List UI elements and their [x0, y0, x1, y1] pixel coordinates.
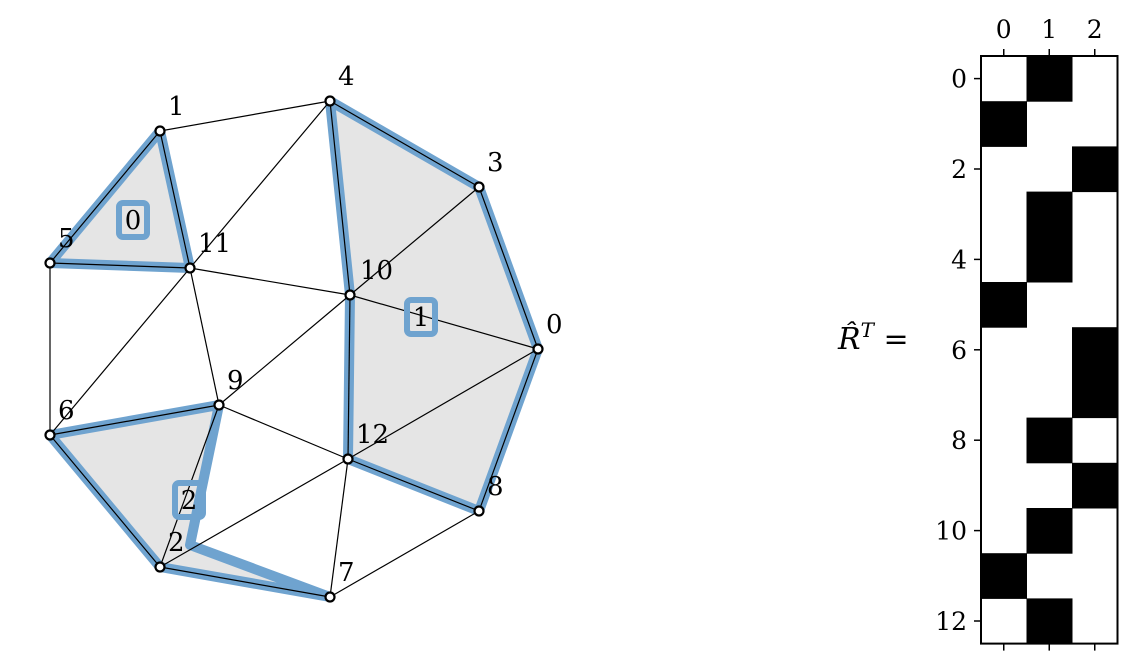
edge-4-10 — [329, 100, 351, 296]
edge-9-12 — [218, 404, 349, 460]
node-10-label: 10 — [360, 256, 393, 286]
matrix-cell-9-2 — [1072, 462, 1118, 509]
edge-1-11 — [159, 130, 191, 269]
matrix-cell-4-1 — [1026, 236, 1073, 283]
col-tick-label-2: 2 — [1087, 15, 1103, 44]
edge-0-12 — [347, 348, 539, 460]
edge-9-6 — [49, 404, 220, 436]
row-tick-label-6: 6 — [951, 336, 967, 365]
node-2 — [154, 561, 166, 573]
edge-1-4 — [159, 100, 331, 132]
row-tick-label-8: 8 — [951, 426, 967, 455]
matrix-cell-1-0 — [981, 101, 1027, 147]
row-tick-label-2: 2 — [951, 155, 967, 184]
edge-11-9 — [189, 267, 220, 406]
node-layer — [44, 95, 544, 603]
node-9 — [213, 399, 225, 411]
matrix-cell-8-1 — [1026, 417, 1073, 464]
node-5 — [44, 257, 56, 269]
region-1-label: 1 — [413, 303, 430, 333]
matrix-cell-10-1 — [1026, 508, 1073, 554]
edge-3-10 — [349, 186, 480, 296]
row-tick-label-12: 12 — [935, 607, 967, 636]
edge-12-2 — [159, 458, 349, 568]
node-11-label: 11 — [198, 229, 231, 259]
matrix-cell-0-1 — [1026, 56, 1073, 102]
edge-layer — [49, 100, 539, 598]
region-label-layer: 012 — [116, 200, 438, 520]
edge-0-8 — [478, 348, 539, 512]
edge-10-0 — [349, 294, 539, 350]
edge-11-6 — [49, 267, 191, 436]
node-3-label: 3 — [487, 148, 504, 178]
edge-11-4 — [189, 100, 331, 269]
matrix-cell-7-2 — [1072, 372, 1118, 419]
node-6 — [44, 429, 56, 441]
region-0-label: 0 — [125, 206, 142, 236]
region-1-label-box — [404, 297, 438, 337]
node-10 — [344, 289, 356, 301]
row-tick-label-0: 0 — [951, 65, 967, 94]
matrix-cell-2-2 — [1072, 146, 1118, 193]
edge-4-3 — [329, 100, 480, 188]
edge-12-8 — [347, 458, 480, 512]
edge-12-7 — [329, 458, 349, 598]
col-tick-label-1: 1 — [1041, 15, 1057, 44]
region-2-label: 2 — [181, 486, 198, 516]
node-12 — [342, 453, 354, 465]
node-0-label: 0 — [546, 310, 563, 340]
node-0 — [532, 343, 544, 355]
node-12-label: 12 — [356, 420, 389, 450]
node-2-label: 2 — [168, 528, 185, 558]
node-11 — [184, 262, 196, 274]
row-tick-label-4: 4 — [951, 245, 967, 274]
matrix-cell-6-2 — [1072, 327, 1118, 373]
region-0-label-box — [116, 200, 150, 240]
edge-10-12 — [347, 294, 351, 460]
matrix-cell-3-1 — [1026, 191, 1073, 238]
node-6-label: 6 — [58, 396, 75, 426]
row-tick-label-10: 10 — [935, 517, 967, 546]
node-7-label: 7 — [338, 558, 355, 588]
matrix-label: R̂T = — [837, 318, 909, 357]
node-7 — [324, 591, 336, 603]
edge-11-10 — [189, 267, 351, 296]
edge-6-2 — [49, 434, 161, 568]
node-5-label: 5 — [58, 224, 75, 254]
region-2-label-box — [172, 480, 206, 520]
col-tick-label-0: 0 — [996, 15, 1012, 44]
edge-1-5 — [49, 130, 161, 264]
edge-7-8 — [329, 510, 480, 598]
node-4 — [324, 95, 336, 107]
node-9-label: 9 — [227, 366, 244, 396]
node-8-label: 8 — [487, 472, 504, 502]
edge-2-7 — [159, 566, 331, 598]
node-1 — [154, 125, 166, 137]
matrix-cell-12-1 — [1026, 598, 1073, 645]
node-4-label: 4 — [338, 62, 355, 92]
edge-3-0 — [478, 186, 539, 350]
node-3 — [473, 181, 485, 193]
node-8 — [473, 505, 485, 517]
edge-5-11 — [49, 262, 191, 269]
matrix-cell-11-0 — [981, 553, 1027, 599]
node-1-label: 1 — [168, 92, 185, 122]
matrix-cell-5-0 — [981, 282, 1027, 328]
edge-10-9 — [218, 294, 351, 406]
